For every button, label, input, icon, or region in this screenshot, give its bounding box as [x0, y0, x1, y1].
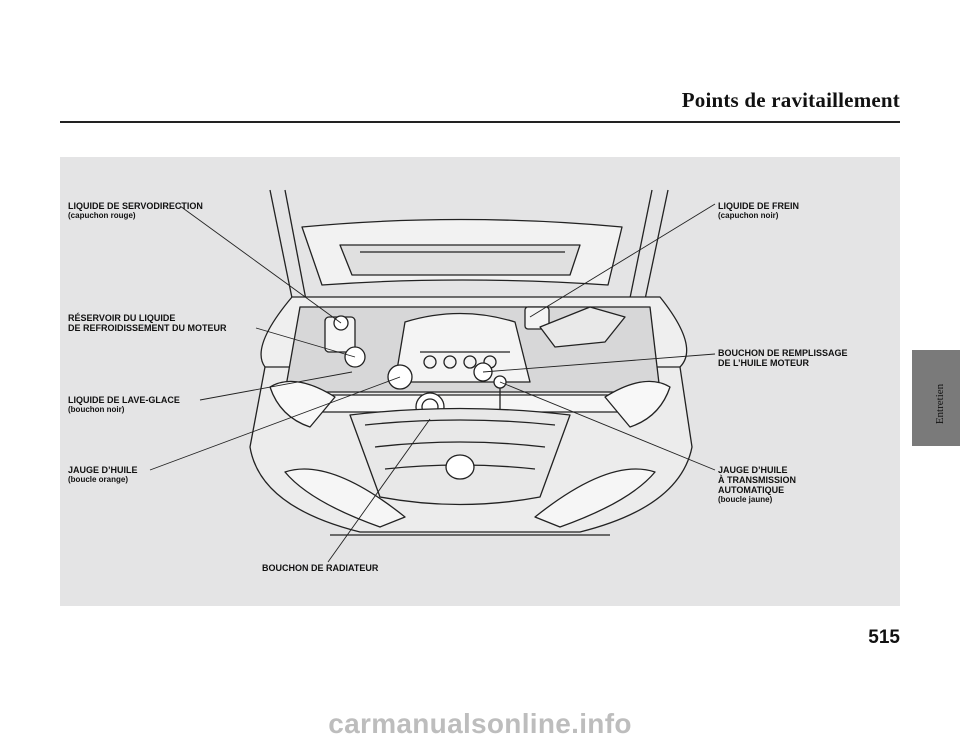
label-coolant-reservoir: RÉSERVOIR DU LIQUIDE DE REFROIDISSEMENT … — [68, 313, 227, 333]
page-number: 515 — [868, 627, 900, 648]
label-power-steering: LIQUIDE DE SERVODIRECTION (capuchon roug… — [68, 201, 203, 220]
leader-oil-dipstick — [149, 376, 401, 471]
label-washer-fluid: LIQUIDE DE LAVE-GLACE (bouchon noir) — [68, 395, 180, 414]
leader-radiator-cap — [327, 418, 431, 563]
leader-brake-fluid — [529, 203, 716, 318]
leader-power-steering — [179, 205, 342, 324]
section-tab — [912, 350, 960, 446]
section-tab-label: Entretien — [934, 383, 946, 425]
brake-reservoir — [524, 306, 550, 330]
engine-cover — [394, 312, 531, 383]
watermark-text: carmanualsonline.info — [328, 708, 632, 739]
leader-oil-filler — [482, 353, 716, 373]
engine-bay-illustration — [149, 189, 716, 563]
leader-washer — [199, 371, 353, 401]
page-title: Points de ravitaillement — [681, 88, 900, 112]
leader-coolant — [255, 327, 356, 358]
label-radiator-cap: BOUCHON DE RADIATEUR — [262, 563, 379, 573]
label-atf-dipstick: JAUGE D’HUILE À TRANSMISSION AUTOMATIQUE… — [718, 465, 797, 504]
leader-atf-dipstick — [499, 381, 716, 471]
engine-bay-figure: LIQUIDE DE SERVODIRECTION (capuchon roug… — [60, 157, 900, 606]
label-oil-dipstick: JAUGE D’HUILE (boucle orange) — [68, 465, 138, 484]
brand-emblem — [445, 454, 475, 480]
right-headlight — [604, 380, 671, 428]
label-brake-fluid: LIQUIDE DE FREIN (capuchon noir) — [718, 201, 800, 220]
title-rule — [60, 121, 900, 123]
label-oil-filler-cap: BOUCHON DE REMPLISSAGE DE L’HUILE MOTEUR — [718, 348, 848, 368]
left-headlight — [269, 380, 336, 428]
watermark: carmanualsonline.info — [0, 706, 960, 742]
